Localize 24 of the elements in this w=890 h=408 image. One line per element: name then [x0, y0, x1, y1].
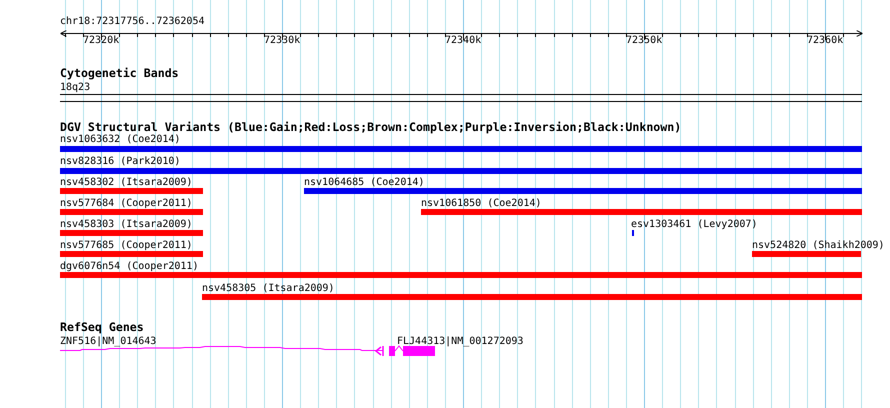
variant-label: nsv1064685 (Coe2014): [304, 177, 424, 188]
variant-label: nsv458302 (Itsara2009): [60, 177, 192, 188]
tick-label: 72360k: [807, 35, 844, 46]
tick-label: 72330k: [264, 35, 300, 46]
variant-label: nsv577685 (Cooper2011): [60, 240, 192, 251]
variant-label: nsv458305 (Itsara2009): [202, 283, 334, 294]
tick-label: 72340k: [445, 35, 482, 46]
variant-label: dgv6076n54 (Cooper2011): [60, 261, 198, 272]
variant-label: nsv577684 (Cooper2011): [60, 198, 192, 209]
variant-label: nsv524820 (Shaikh2009): [752, 240, 884, 251]
band-label: 18q23: [60, 82, 90, 93]
variant-label: nsv458303 (Itsara2009): [60, 219, 192, 230]
track-title: Cytogenetic Bands: [60, 67, 179, 79]
tick-label: 72350k: [626, 35, 662, 46]
variant-label: nsv1061850 (Coe2014): [421, 198, 542, 209]
track-title: RefSeq Genes: [60, 321, 144, 333]
variant-label: nsv1063632 (Coe2014): [60, 134, 180, 145]
tick-label: 72320k: [83, 35, 120, 46]
track-title: DGV Structural Variants (Blue:Gain;Red:Loss;Brown:Complex;Purple:Inversion;Black:Unknown): [60, 121, 682, 133]
coordinate-label: chr18:72317756..72362054: [60, 16, 204, 27]
gene-label: FLJ44313|NM_001272093: [397, 336, 524, 347]
variant-label: nsv828316 (Park2010): [60, 156, 180, 167]
variant-label: esv1303461 (Levy2007): [631, 219, 758, 230]
gene-label: ZNF516|NM_014643: [60, 336, 156, 347]
